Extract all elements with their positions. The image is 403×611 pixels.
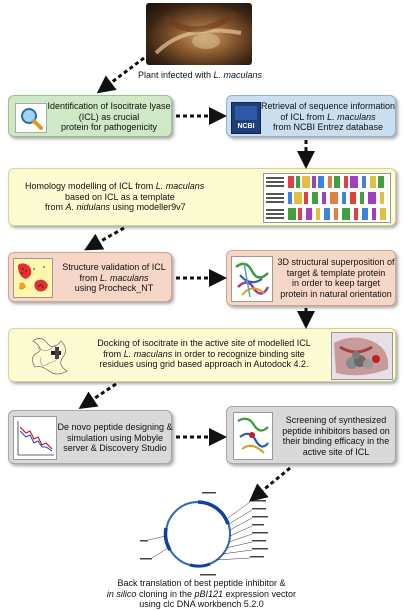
docked-ligand-icon: [27, 331, 77, 381]
superposition-box: 3D structural superposition of target & …: [226, 250, 396, 306]
validation-text: Structure validation of ICL from L. macu…: [62, 262, 166, 293]
sequence-alignment-icon: [263, 173, 391, 223]
superposition-text: 3D structural superposition of target & …: [277, 257, 395, 299]
docking-text: Docking of isocitrate in the active site…: [97, 338, 311, 369]
protein-ligand-surface-icon: [331, 332, 393, 380]
arrow-docking-to-denovo: [78, 382, 117, 409]
homology-box: Homology modelling of ICL from L. macula…: [8, 168, 396, 226]
protein-peptide-icon: [233, 412, 273, 460]
arrow-photo-to-identification: [96, 56, 145, 94]
arrow-homology-to-validation: [84, 226, 125, 251]
protein-superposition-icon: [231, 256, 273, 302]
ncbi-icon: NCBI: [231, 102, 261, 134]
magnifier-icon: [15, 103, 47, 133]
identification-box: Identification of Isocitrate lyase (ICL)…: [8, 95, 172, 137]
validation-box: Structure validation of ICL from L. macu…: [8, 252, 172, 302]
screening-text: Screening of synthesized peptide inhibit…: [282, 415, 390, 457]
retrieval-text: Retrieval of sequence information of ICL…: [260, 101, 396, 132]
homology-text: Homology modelling of ICL from L. macula…: [25, 181, 205, 212]
plant-photo: [146, 3, 252, 65]
screening-box: Screening of synthesized peptide inhibit…: [226, 406, 396, 464]
simulation-graph-icon: [13, 416, 57, 460]
docking-box: Docking of isocitrate in the active site…: [8, 328, 396, 382]
retrieval-box: NCBI Retrieval of sequence information o…: [226, 95, 396, 137]
plant-caption: Plant infected with L. maculans: [137, 70, 263, 80]
arrow-screening-to-plasmid: [249, 466, 291, 502]
backtranslation-caption: Back translation of best peptide inhibit…: [106, 578, 297, 609]
identification-text: Identification of Isocitrate lyase (ICL)…: [47, 101, 171, 132]
ramachandran-plot-icon: [13, 258, 53, 298]
denovo-text: De novo peptide designing & simulation u…: [57, 422, 173, 453]
ncbi-logo-text: NCBI: [237, 123, 254, 130]
denovo-box: De novo peptide designing & simulation u…: [8, 410, 173, 464]
